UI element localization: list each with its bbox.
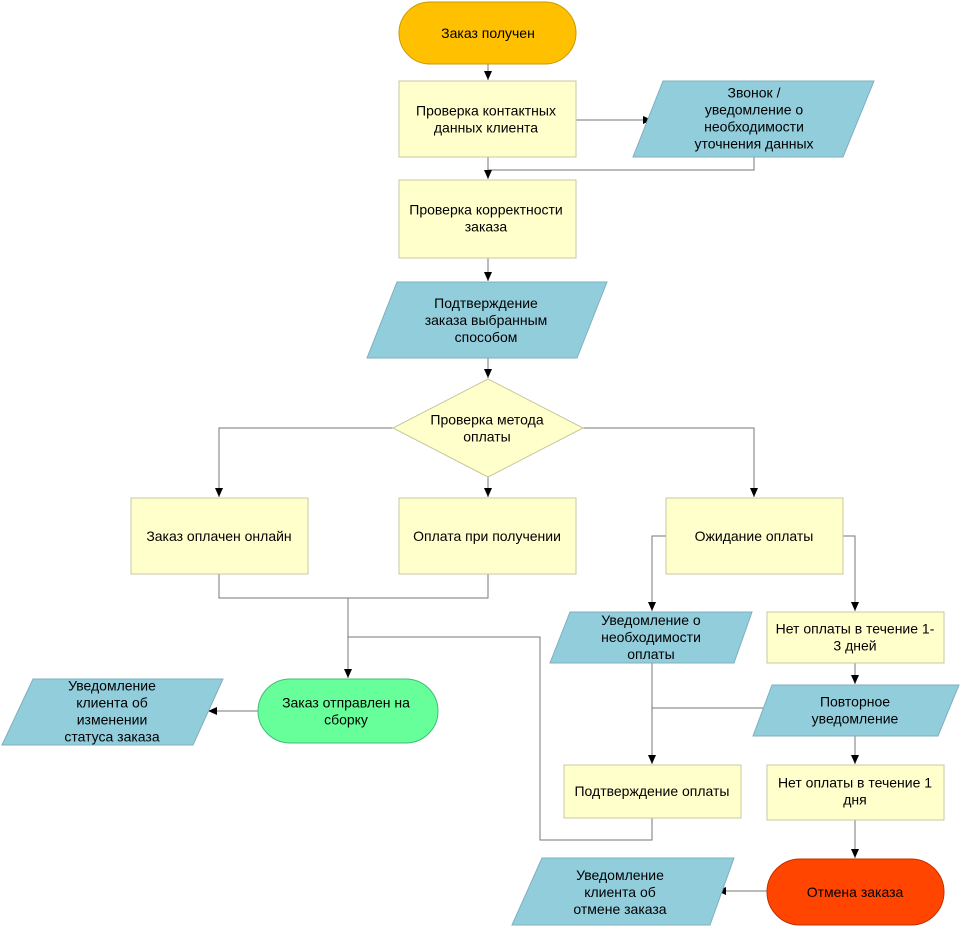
node-confirm-order-shape <box>366 281 608 359</box>
node-check-contacts-shape <box>398 80 577 158</box>
label-line: Проверка корректности <box>409 202 562 218</box>
node-pay-on-receipt-label: Оплата при получении <box>413 528 561 544</box>
label-line: Заказ получен <box>441 25 535 41</box>
edge-call-back <box>488 157 755 171</box>
node-start-label: Заказ получен <box>441 25 535 41</box>
label-line: Ожидание оплаты <box>695 528 814 544</box>
label-line: Нет оплаты в течение 1 <box>778 775 932 791</box>
node-paid-online-shape <box>130 497 309 575</box>
label-line: Проверка контактных <box>416 103 556 119</box>
label-line: способом <box>455 329 518 345</box>
label-line: оплаты <box>627 646 675 662</box>
node-no-pay-1-3-shape <box>766 611 945 664</box>
edge-confirm-payment-to-sent <box>348 636 653 841</box>
edge-waiting-to-notify <box>648 535 667 611</box>
label-line: Звонок / <box>728 85 781 101</box>
node-check-payment-shape <box>391 378 585 478</box>
node-pay-on-receipt-shape <box>398 497 577 575</box>
node-waiting-payment-label: Ожидание оплаты <box>695 528 814 544</box>
label-line: клиента об <box>76 695 148 711</box>
edge-decision-to-waiting <box>583 427 758 497</box>
label-line: 3 дней <box>833 638 876 654</box>
node-start-shape <box>398 1 577 65</box>
label-line: заказа выбранным <box>425 312 548 328</box>
label-line: Повторное <box>820 694 890 710</box>
label-line: данных клиента <box>434 120 538 136</box>
label-line: уведомление <box>812 711 899 727</box>
label-line: сборку <box>324 712 368 728</box>
label-line: Подтверждение <box>434 295 538 311</box>
label-line: статуса заказа <box>64 729 160 745</box>
label-line: Уведомление <box>576 867 664 883</box>
label-line: Уведомление <box>68 678 156 694</box>
label-line: Оплата при получении <box>413 528 561 544</box>
connectors <box>208 64 859 895</box>
label-line: уточнения данных <box>694 136 813 152</box>
label-line: заказа <box>465 219 508 235</box>
label-line: Заказ отправлен на <box>282 695 410 711</box>
node-paid-online-label: Заказ оплачен онлайн <box>146 528 291 544</box>
node-notify-cancel-shape <box>511 857 735 926</box>
edge-online-merge <box>218 574 489 599</box>
label-line: клиента об <box>584 884 656 900</box>
node-call-notify-shape <box>632 80 875 158</box>
node-repeat-notify-shape <box>752 684 960 737</box>
label-line: Проверка метода <box>430 412 543 428</box>
label-line: отмене заказа <box>573 901 666 917</box>
label-line: Уведомление о <box>601 612 701 628</box>
node-sent-assembly-shape <box>257 678 439 744</box>
label-line: необходимости <box>601 629 701 645</box>
edge-waiting-to-nopay13 <box>842 535 859 611</box>
node-notify-status-shape <box>1 678 224 746</box>
node-check-order-shape <box>398 179 577 259</box>
label-line: необходимости <box>704 119 804 135</box>
edge-decision-to-online <box>215 427 393 497</box>
label-line: Заказ оплачен онлайн <box>146 528 291 544</box>
label-line: уведомление о <box>705 102 804 118</box>
label-line: Отмена заказа <box>807 884 904 900</box>
label-line: оплаты <box>463 429 511 445</box>
node-no-pay-1-3-label: Нет оплаты в течение 1-3 дней <box>776 621 935 654</box>
node-cancel-label: Отмена заказа <box>807 884 904 900</box>
label-line: Нет оплаты в течение 1- <box>776 621 935 637</box>
label-line: изменении <box>77 712 148 728</box>
node-no-pay-1-shape <box>766 764 945 821</box>
label-line: Подтверждение оплаты <box>574 783 729 799</box>
node-waiting-payment-shape <box>665 497 844 575</box>
node-confirm-payment-shape <box>563 764 742 819</box>
label-line: дня <box>843 792 866 808</box>
node-confirm-payment-label: Подтверждение оплаты <box>574 783 729 799</box>
node-notify-payment-shape <box>549 611 753 664</box>
node-cancel-shape <box>766 858 945 926</box>
